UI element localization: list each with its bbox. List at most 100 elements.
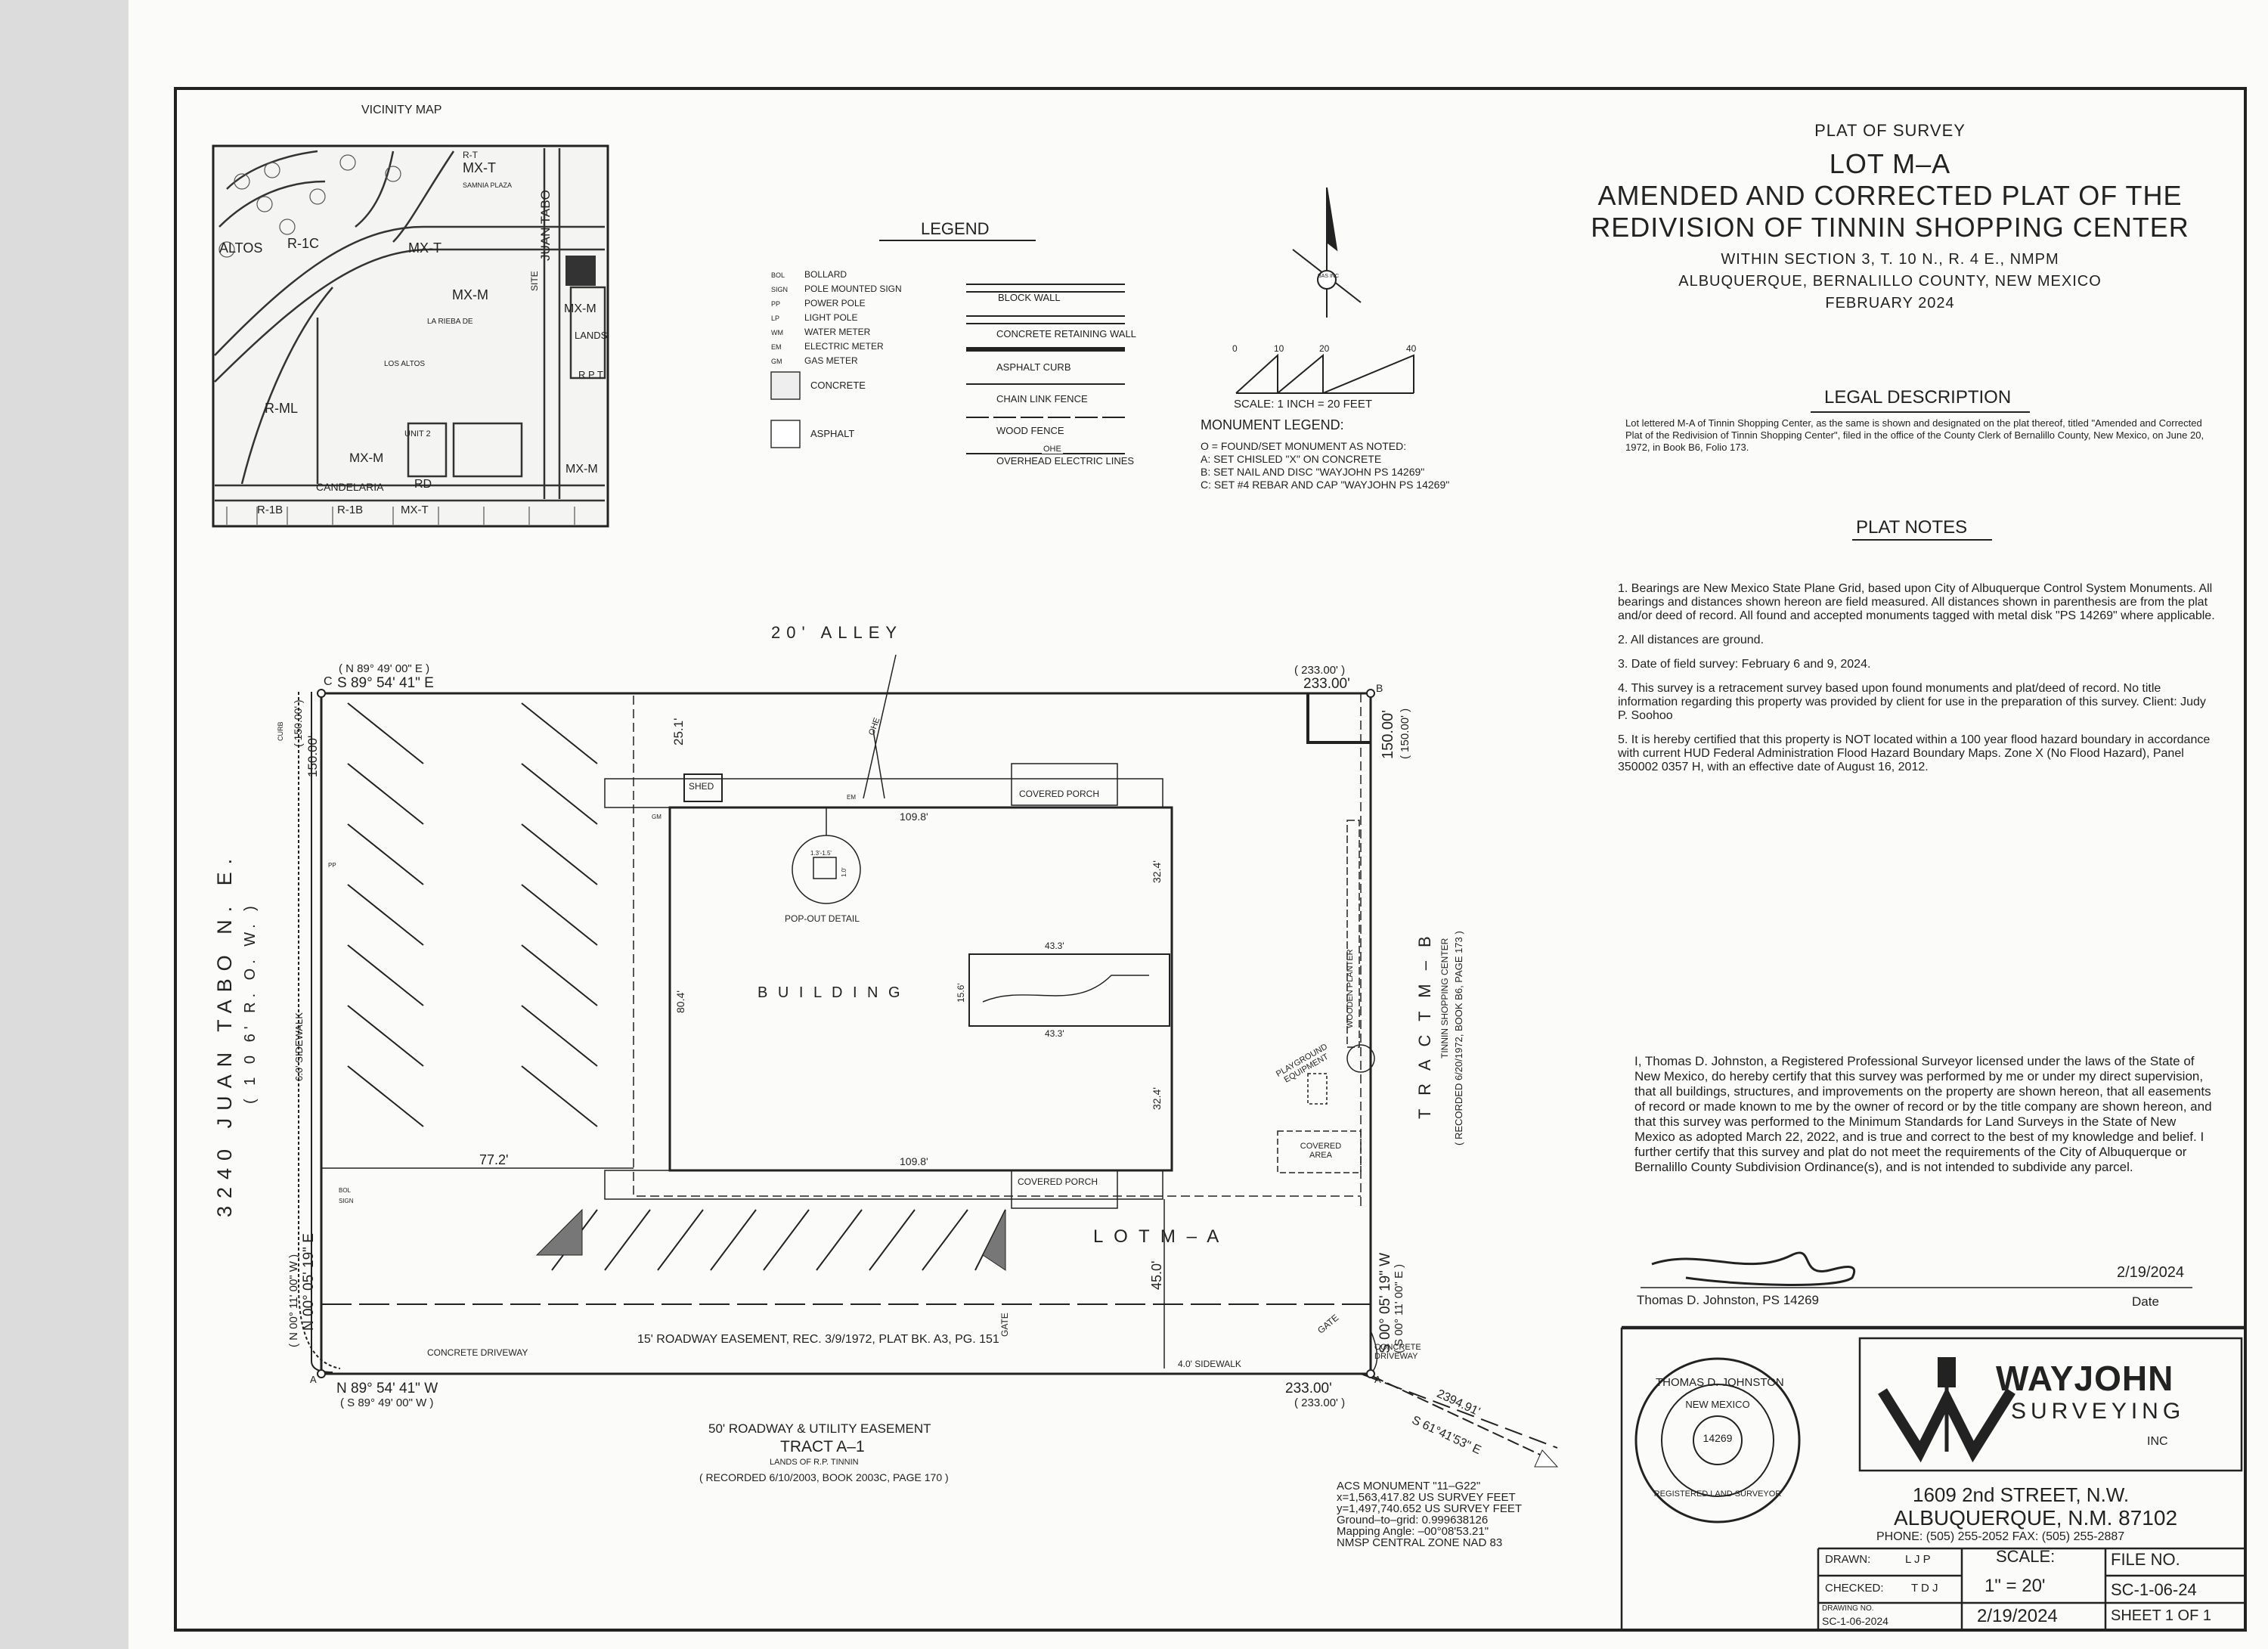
- legend-ohe-label: OHE: [1042, 445, 1063, 454]
- drawing-no-value: SC-1-06-2024: [1822, 1615, 1888, 1627]
- certification-date: 2/19/2024: [2117, 1264, 2184, 1281]
- west-top-record: ( 150.00' ): [292, 699, 304, 747]
- vicinity-zone-label: R-ML: [265, 401, 298, 416]
- surveyor-seal: [1634, 1357, 1801, 1523]
- south-bearing-record: ( S 89° 49' 00" W ): [340, 1396, 434, 1409]
- north-bearing: S 89° 54' 41" E: [337, 675, 434, 691]
- drawn-value: L J P: [1905, 1553, 1931, 1566]
- vicinity-map-title: VICINITY MAP: [361, 104, 442, 116]
- vicinity-zone-label: MX-M: [349, 451, 384, 465]
- corner-b: B: [1376, 682, 1383, 694]
- legend-symbol-label: ELECTRIC METER: [804, 341, 884, 352]
- street-address: 3240 JUAN TABO N. E.: [213, 851, 236, 1217]
- scale-tick: 40: [1406, 343, 1417, 354]
- covered-area-label: COVERED AREA: [1300, 1142, 1342, 1160]
- title-date: FEBRUARY 2024: [1825, 295, 1955, 312]
- gas-meter-label: GM: [652, 814, 662, 820]
- monument-item: O = FOUND/SET MONUMENT AS NOTED:: [1201, 440, 1407, 452]
- drawn-label: DRAWN:: [1825, 1553, 1871, 1566]
- legend-line-label: ASPHALT CURB: [996, 361, 1071, 373]
- seal-number: 14269: [1703, 1432, 1733, 1444]
- east-bearing-record: ( S 00° 11' 00" E ): [1393, 1263, 1405, 1353]
- signature-mark: [1651, 1251, 1855, 1286]
- vicinity-street-label: CANDELARIA: [316, 481, 384, 493]
- tract-mb-record: ( RECORDED 6/20/1972, BOOK B6, PAGE 173 …: [1453, 931, 1464, 1145]
- file-no-value: SC-1-06-24: [2111, 1580, 2197, 1599]
- south-distance-record: ( 233.00' ): [1294, 1396, 1346, 1409]
- scale-value: 1" = 20': [1984, 1576, 2046, 1596]
- plat-note: 3. Date of field survey: February 6 and …: [1618, 658, 1871, 671]
- tract-mb-subtitle: TINNIN SHOPPING CENTER: [1439, 938, 1450, 1059]
- vicinity-zone-label: R-1C: [287, 236, 320, 251]
- vicinity-streets: [214, 148, 606, 502]
- title-line: PLAT OF SURVEY: [1814, 121, 1966, 140]
- dim-109-north: 109.8': [900, 811, 928, 823]
- drawing-no-label: DRAWING NO.: [1822, 1604, 1874, 1613]
- east-bearing: S 00° 05' 19" W: [1377, 1252, 1393, 1353]
- scale-tick: 10: [1274, 343, 1284, 354]
- company-logo-inc: INC: [2147, 1435, 2168, 1448]
- checked-label: CHECKED:: [1825, 1582, 1884, 1595]
- west-top-distance: 150.00': [305, 735, 320, 777]
- sign-label: SIGN: [339, 1198, 354, 1204]
- dim-15-6: 15.6': [956, 983, 966, 1003]
- property-boundary: [298, 654, 1559, 1468]
- acs-line: y=1,497,740.652 US SURVEY FEET: [1337, 1502, 1523, 1515]
- legend-line-label: OVERHEAD ELECTRIC LINES: [996, 455, 1135, 466]
- surveyor-certification: I, Thomas D. Johnston, a Registered Prof…: [1634, 1054, 2212, 1174]
- seal-state: NEW MEXICO: [1685, 1399, 1750, 1410]
- electric-meter-label: EM: [847, 794, 856, 801]
- west-sidewalk-label: 6.0' SIDEWALK: [293, 1012, 305, 1081]
- vicinity-parcels: [218, 154, 575, 525]
- scale-tick: 0: [1232, 343, 1238, 354]
- scale-tick: 20: [1319, 343, 1330, 354]
- company-address-2: ALBUQUERQUE, N.M. 87102: [1894, 1506, 2178, 1530]
- acs-line: Ground–to–grid: 0.999638126: [1337, 1514, 1489, 1527]
- south-bearing: N 89° 54' 41" W: [336, 1381, 438, 1396]
- surveyor-name: Thomas D. Johnston, PS 14269: [1637, 1293, 1819, 1307]
- plat-note: 1. Bearings are New Mexico State Plane G…: [1618, 582, 2215, 622]
- vicinity-zone-label: MX-T: [408, 240, 442, 256]
- north-arrow-label: BAS INC: [1318, 274, 1340, 279]
- legend-title: LEGEND: [921, 219, 990, 238]
- vicinity-zone-label: MX-M: [564, 302, 596, 315]
- legend-symbol-code: LP: [771, 315, 780, 322]
- tract-a1-subtitle: LANDS OF R.P. TINNIN: [770, 1458, 859, 1467]
- dim-32-4-lower: 32.4': [1151, 1087, 1163, 1110]
- legend-symbol-code: GM: [771, 358, 782, 365]
- sheet-number: SHEET 1 OF 1: [2111, 1607, 2212, 1624]
- curb-label: CURB: [277, 721, 284, 741]
- west-bearing: N 00° 05' 19" E: [301, 1233, 317, 1331]
- vicinity-zone-label: MX-M: [565, 463, 598, 476]
- east-distance-record: ( 150.00' ): [1399, 708, 1411, 759]
- legend-asphalt-swatch: [770, 420, 801, 448]
- legend-line-label: WOOD FENCE: [996, 425, 1064, 436]
- vicinity-place-label: SAMNIA PLAZA: [463, 181, 513, 189]
- title-main-2: REDIVISION OF TINNIN SHOPPING CENTER: [1591, 212, 2189, 243]
- drawing-date: 2/19/2024: [1977, 1606, 2058, 1626]
- acs-line: x=1,563,417.82 US SURVEY FEET: [1337, 1491, 1516, 1504]
- dim-25-1: 25.1': [671, 718, 686, 745]
- alley-label: 20' ALLEY: [771, 623, 903, 642]
- monuments: [317, 689, 1375, 1378]
- gate-label: GATE: [999, 1313, 1010, 1337]
- monument-item: B: SET NAIL AND DISC "WAYJOHN PS 14269": [1201, 466, 1425, 478]
- seal-bottom-text: REGISTERED LAND SURVEYOR: [1653, 1489, 1782, 1499]
- vicinity-map-frame: [212, 144, 609, 528]
- legend-symbol-label: LIGHT POLE: [804, 312, 858, 323]
- corner-a-east: A: [1374, 1374, 1381, 1385]
- acs-line: Mapping Angle: –00°08'53.21": [1337, 1525, 1489, 1538]
- north-distance: 233.00': [1303, 676, 1350, 692]
- company-logo-main: WAYJOHN: [1996, 1359, 2174, 1398]
- legend-symbol-code: WM: [771, 329, 783, 336]
- dim-45-0: 45.0': [1149, 1260, 1164, 1290]
- power-pole-label: PP: [328, 862, 336, 869]
- legend-lines: [966, 284, 1125, 454]
- legend-symbol-label: WATER METER: [804, 327, 871, 337]
- certification-date-label: Date: [2132, 1294, 2159, 1309]
- legal-description-text: Lot lettered M-A of Tinnin Shopping Cent…: [1625, 417, 2204, 453]
- title-section: WITHIN SECTION 3, T. 10 N., R. 4 E., NMP…: [1721, 251, 2059, 268]
